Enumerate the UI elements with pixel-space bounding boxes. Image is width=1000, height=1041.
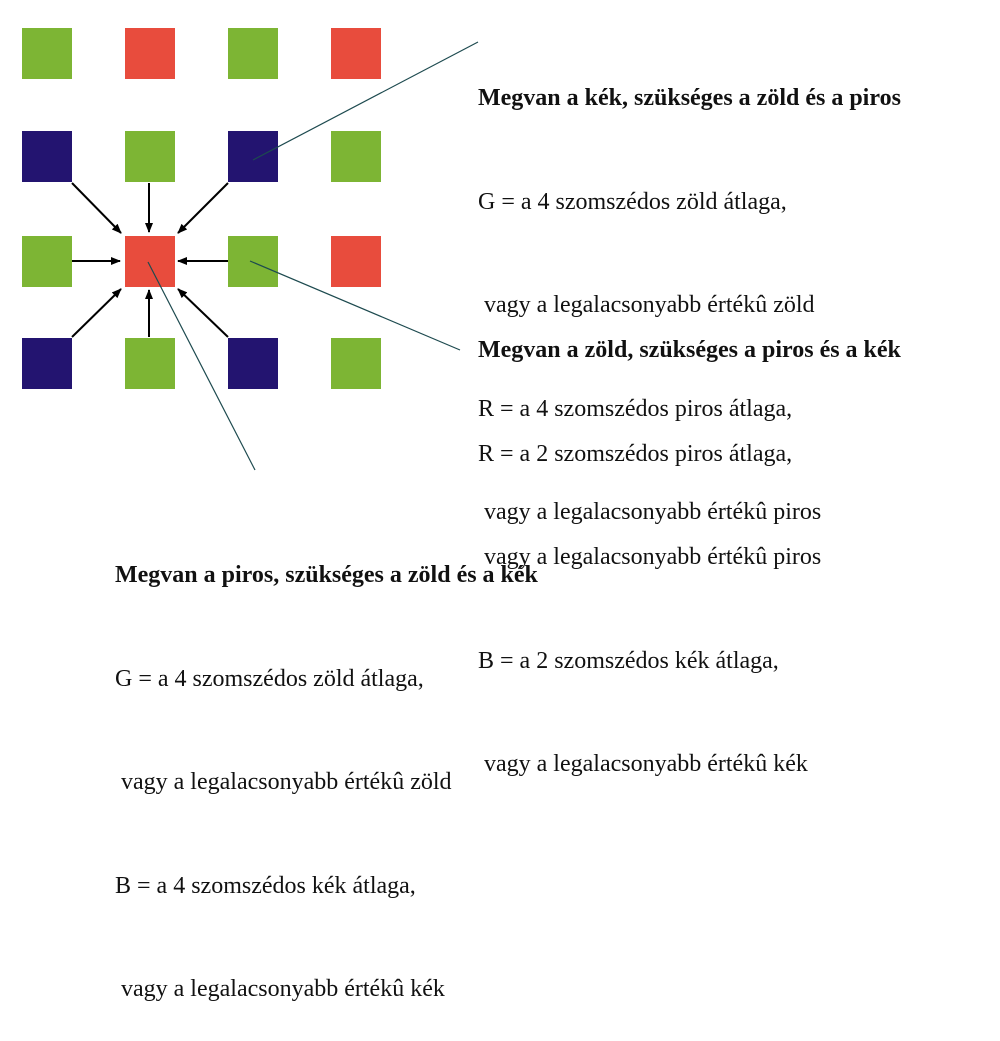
arrow [177,182,229,234]
arrow [71,288,122,338]
blue-pixel [22,338,72,389]
green-pixel [228,28,278,79]
block-line: R = a 2 szomszédos piros átlaga, [478,440,793,467]
block-line: vagy a legalacsonyabb értékû zöld [115,769,452,795]
green-pixel [125,338,175,389]
block-line: vagy a legalacsonyabb értékû kék [115,976,445,1002]
red-pixel [331,236,381,287]
leader-line-green [249,260,461,351]
blue-pixel [228,338,278,389]
block-line: R = a 4 szomszédos piros átlaga, [478,395,793,422]
green-pixel [22,28,72,79]
block-line: vagy a legalacsonyabb értékû zöld [478,292,815,318]
block-line: B = a 4 szomszédos kék átlaga, [115,872,416,899]
block-line: G = a 4 szomszédos zöld átlaga, [478,188,787,215]
blue-pixel [228,131,278,182]
red-pixel-explanation: Megvan a piros, szükséges a zöld és a ké… [115,489,538,1041]
block-line: vagy a legalacsonyabb értékû kék [478,751,808,777]
block-line: B = a 2 szomszédos kék átlaga, [478,647,779,674]
green-pixel-explanation: Megvan a zöld, szükséges a piros és a ké… [478,264,901,816]
red-pixel [331,28,381,79]
leader-line-blue [252,41,479,161]
red-pixel [125,28,175,79]
blue-pixel-explanation: Megvan a kék, szükséges a zöld és a piro… [478,12,901,564]
red-pixel [125,236,175,287]
leader-line-red [147,261,256,471]
block-title: Megvan a kék, szükséges a zöld és a piro… [478,85,901,111]
block-line: vagy a legalacsonyabb értékû piros [478,544,822,570]
green-pixel [331,131,381,182]
green-pixel [125,131,175,182]
green-pixel [331,338,381,389]
arrow [71,182,122,234]
block-line: vagy a legalacsonyabb értékû piros [478,499,822,525]
blue-pixel [22,131,72,182]
block-title: Megvan a piros, szükséges a zöld és a ké… [115,562,538,588]
neighbor-arrows [71,182,229,338]
green-pixel [228,236,278,287]
bayer-pattern-diagram [22,28,479,471]
arrow [177,288,229,338]
pixel-grid [22,28,381,389]
block-title: Megvan a zöld, szükséges a piros és a ké… [478,337,901,363]
green-pixel [22,236,72,287]
